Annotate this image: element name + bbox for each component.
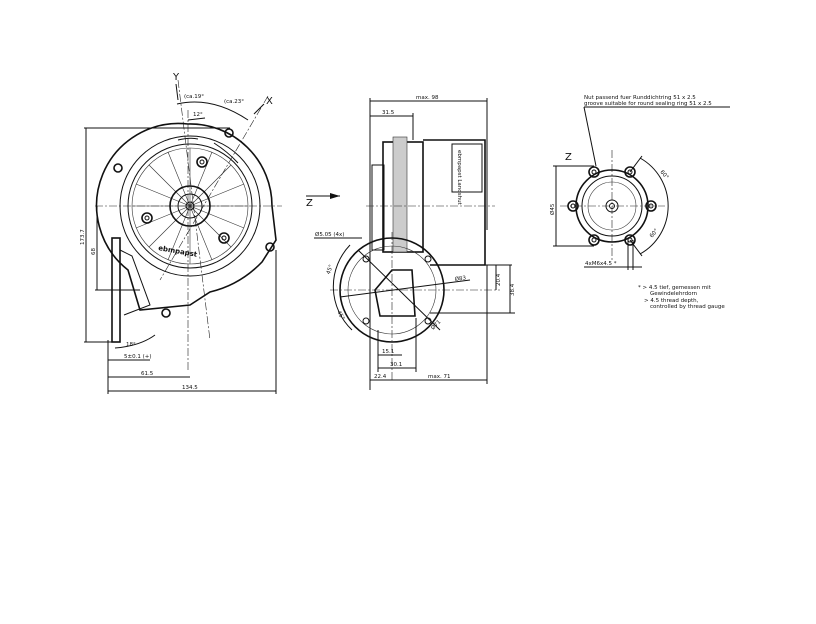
max-length-dimension: max. 98	[416, 95, 439, 101]
detail-title: Z	[565, 152, 572, 163]
side-view: Z max. 98 31.5 ebmpapst Landshut 45° 45°	[306, 95, 516, 390]
footnote-german-2: Gewindelehrdorn	[650, 291, 698, 297]
dim-15-1: 15.1	[382, 349, 394, 355]
dim-max-71: max. 71	[428, 374, 450, 380]
front-view: ebmpapst Y X (ca.19° (ca.23° 12° 173.7 6…	[80, 72, 282, 394]
axis-y-label: Y	[172, 72, 180, 83]
angle-60-top-label: 60°	[658, 169, 669, 181]
center-dimension: 61.5	[141, 371, 154, 377]
angle-ca19-label: (ca.19°	[184, 94, 204, 100]
diameter-45-label: Ø45	[549, 203, 556, 215]
volute-housing	[95, 122, 277, 311]
motor-housing	[423, 139, 486, 266]
thread-spec: 4xM6x4.5 *	[585, 261, 617, 267]
motor-label	[451, 143, 483, 193]
angle-60-bottom-label: 60°	[649, 228, 660, 240]
axis-x-label: X	[266, 96, 273, 107]
dim-20-4: 20.4	[496, 273, 502, 286]
diameter-83-label: Ø83	[454, 274, 467, 283]
footnote-german-1: * > 4.5 tief, gemessen mit	[638, 285, 712, 291]
note-english: groove suitable for round sealing ring 5…	[584, 101, 712, 107]
motor-label-text: ebmpapst Landshut	[456, 150, 462, 206]
dim-22-4: 22.4	[374, 374, 387, 380]
offset-dimension: 5±0.1 (+)	[124, 354, 152, 360]
footnote-english-2: controlled by thread gauge	[650, 304, 725, 310]
impeller-blades	[132, 148, 248, 264]
detail-view-z: Nut passend fuer Runddichtring 51 x 2.5 …	[549, 95, 730, 310]
dim-38-4: 38.4	[510, 283, 516, 296]
flange-dimension: 68	[91, 248, 97, 255]
hole-dimension: Ø5.05 (4x)	[315, 231, 344, 238]
view-z-arrow-label: Z	[306, 198, 313, 209]
height-dimension: 173.7	[80, 229, 86, 245]
dim-30-1: 30.1	[390, 362, 402, 368]
angle-18-label: 18°	[126, 342, 136, 348]
width-dimension: 134.5	[182, 385, 198, 391]
angle-12-label: 12°	[193, 112, 203, 118]
note-german: Nut passend fuer Runddichtring 51 x 2.5	[584, 95, 696, 101]
footnote-english-1: > 4.5 thread depth,	[644, 298, 699, 304]
angle-45-top-label: 45°	[326, 264, 335, 275]
logo-text: ebmpapst	[158, 244, 199, 259]
angle-45-bottom-label: 45°	[335, 310, 345, 322]
mounting-lugs	[567, 166, 657, 246]
depth-dimension: 31.5	[382, 110, 395, 116]
view-arrow-icon	[330, 193, 340, 199]
angle-ca23-label: (ca.23°	[224, 99, 244, 105]
hub	[169, 185, 211, 227]
